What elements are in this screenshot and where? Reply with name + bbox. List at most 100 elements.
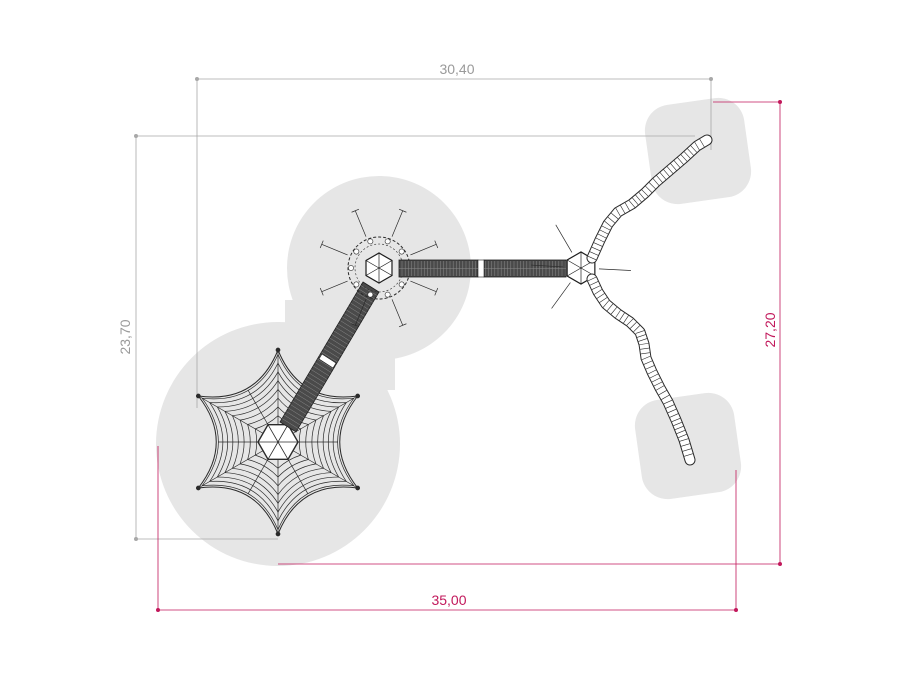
dim-overall-depth-label: 23,70: [117, 319, 133, 354]
ramp-slat: [286, 411, 303, 422]
frame-strut: [566, 259, 582, 269]
ramp-slat: [281, 418, 299, 429]
tube-ring: [628, 200, 636, 208]
tube-ring: [641, 189, 649, 197]
tube-ring: [666, 166, 674, 174]
ring-pad: [398, 281, 405, 288]
ramp-slat: [348, 306, 365, 317]
frame-strut: [365, 260, 380, 269]
ramp-slat: [358, 288, 375, 300]
ramp-slat: [304, 379, 322, 391]
ramp-slat: [300, 386, 317, 398]
tube-ring: [611, 212, 619, 220]
dim-safety-width-label: 35,00: [431, 592, 466, 608]
dim-dot: [709, 77, 713, 81]
net-tower-frame: [277, 441, 289, 460]
tube-ring: [626, 318, 634, 326]
tube-ring: [667, 408, 677, 414]
net-tower: [195, 347, 361, 537]
tube-ring: [677, 157, 684, 165]
support-ray: [321, 243, 348, 256]
net-tower-frame: [267, 424, 279, 443]
net-anchor: [275, 347, 281, 353]
tube-ring: [647, 369, 657, 375]
tube-ring: [589, 281, 599, 286]
ramp-slat: [298, 390, 315, 401]
tube-ring: [661, 394, 670, 400]
horizontal-bridge-gap: [477, 259, 485, 278]
tube-ring: [651, 377, 661, 383]
ring-pad: [367, 238, 374, 245]
tube-ring: [601, 225, 611, 231]
support-ray: [391, 299, 404, 326]
support-ray: [391, 210, 404, 237]
support-foot: [319, 240, 324, 249]
tube-ring: [632, 197, 639, 205]
support-ray: [555, 224, 573, 253]
ramp-slat: [350, 302, 367, 314]
support-ray: [598, 268, 631, 271]
tube-ring: [640, 347, 650, 350]
tube-ring: [604, 220, 612, 228]
ramp-slat: [288, 407, 305, 419]
ramp-slat: [346, 309, 363, 321]
tube-ring: [591, 246, 601, 252]
tube-ring: [594, 289, 602, 295]
tube-ring: [589, 251, 599, 256]
tube-ring: [591, 285, 601, 290]
tube-ring: [602, 300, 610, 308]
tube-ring: [623, 315, 629, 324]
tube-ring: [648, 182, 656, 190]
ramp-slat: [284, 414, 301, 426]
tube-slide-bottom: [586, 273, 696, 466]
ramp-slat: [327, 341, 344, 352]
tube-ring: [656, 175, 663, 183]
tube-ring: [595, 237, 605, 243]
tube-ring: [680, 154, 688, 162]
tube-ring: [678, 434, 687, 438]
tube-ring: [681, 443, 690, 447]
ring-pad: [353, 248, 360, 255]
dim-dot: [778, 562, 782, 566]
tube-ring: [683, 151, 691, 159]
ramp-slat: [333, 330, 351, 342]
net-tower-frame: [267, 441, 279, 460]
tube-ring: [673, 160, 681, 168]
horizontal-bridge-slats: [399, 261, 566, 276]
ramp-bridge-gap: [318, 353, 337, 369]
tube-ring: [655, 385, 665, 391]
ramp-slat: [344, 313, 361, 324]
net-tower-frame: [277, 424, 289, 443]
support-foot: [351, 323, 360, 328]
tube-ring: [606, 303, 614, 311]
tube-ring: [694, 141, 700, 151]
ramp-slat: [317, 358, 334, 370]
tube-ring: [636, 334, 646, 338]
tube-ring: [587, 276, 597, 282]
dim-dot: [778, 100, 782, 104]
support-foot: [319, 287, 324, 296]
tube-ring: [638, 192, 645, 200]
ramp-slat: [331, 334, 349, 345]
ring-pad: [367, 291, 374, 298]
tube-ring: [699, 138, 705, 148]
tube-ring: [663, 169, 670, 177]
ramp-slat: [323, 348, 340, 359]
tube-slides: [586, 134, 713, 466]
tube-ring: [599, 297, 608, 303]
tube-ring: [615, 310, 621, 318]
ramp-slat: [292, 400, 309, 412]
tube-ring: [682, 448, 692, 452]
dim-dot: [156, 608, 160, 612]
net-anchor: [195, 393, 201, 399]
tube-ring: [659, 172, 667, 180]
tube-ring: [653, 381, 663, 387]
support-ray: [410, 280, 437, 293]
ramp-slat: [329, 337, 346, 349]
tube-ring: [652, 178, 660, 186]
ramp-bridge-slats: [281, 285, 378, 429]
tube-ring: [643, 360, 653, 365]
tube-ring: [624, 202, 630, 211]
tube-ring: [684, 453, 693, 457]
ramp-slat: [313, 365, 330, 377]
